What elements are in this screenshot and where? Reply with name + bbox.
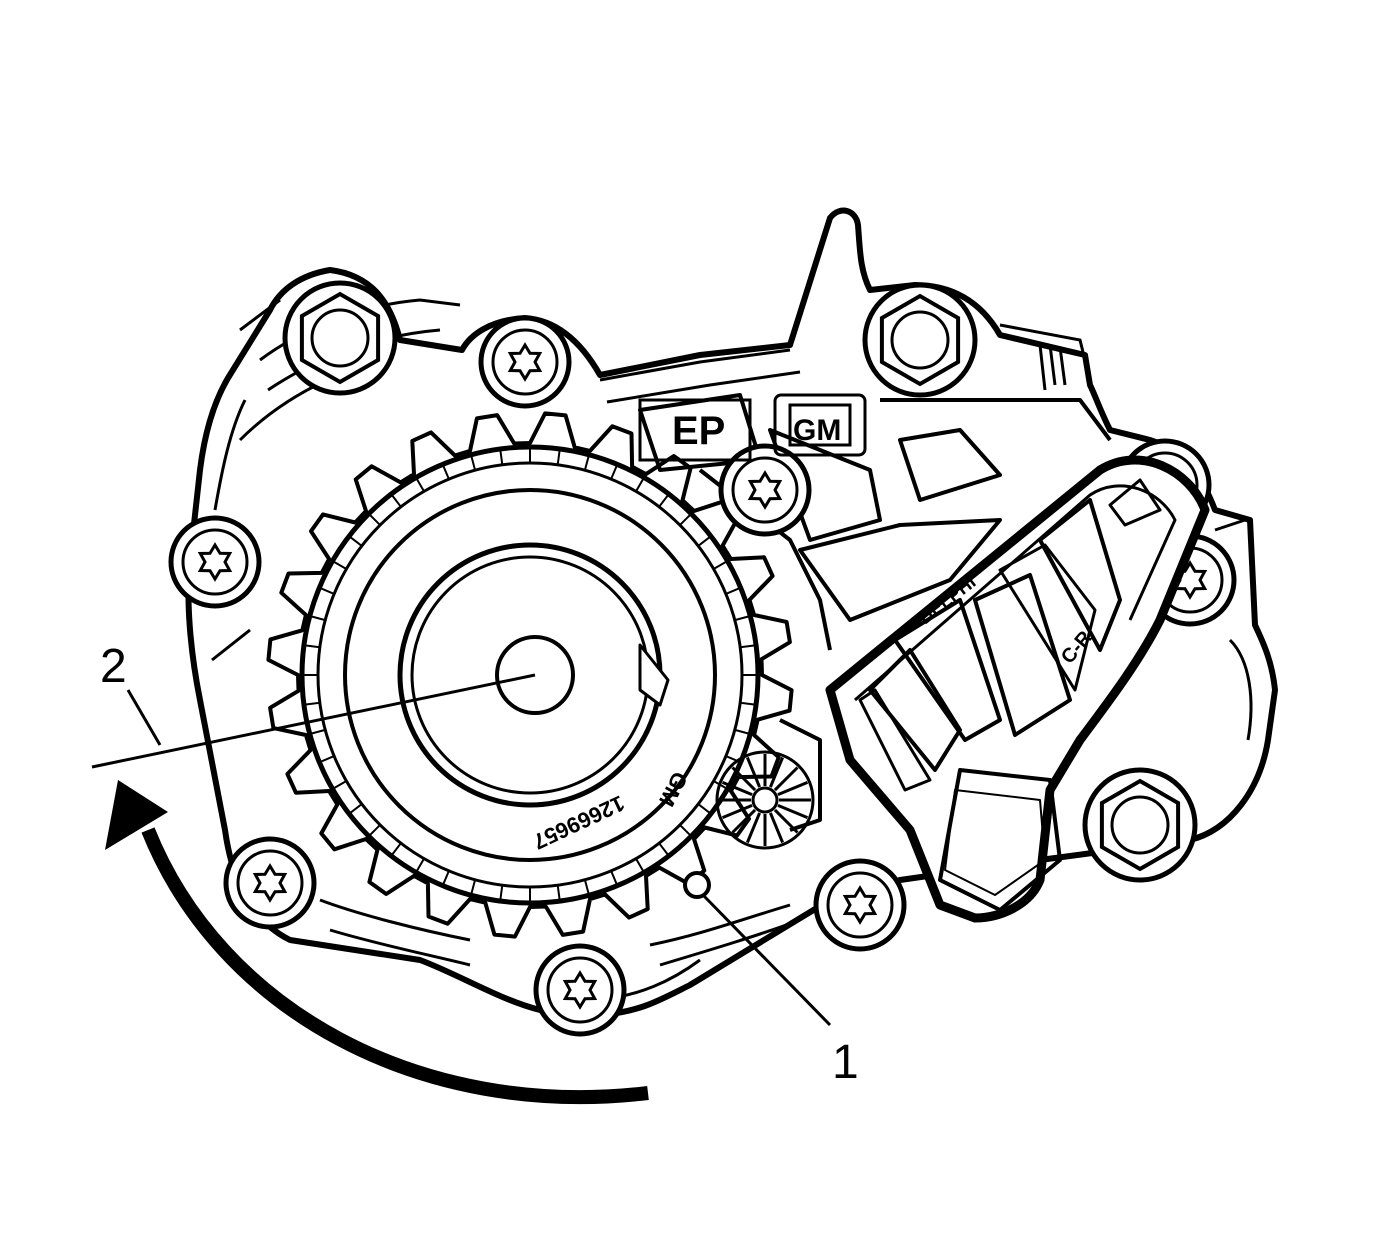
sprocket-notch [556,885,561,902]
target-spokes [719,754,811,846]
target-spoke [769,756,784,788]
sprocket-notch [734,728,751,735]
sprocket-notch [610,870,619,886]
position-sensor [825,455,1210,923]
sprocket-notch [390,842,402,857]
alignment-hole [683,871,711,899]
target-spoke [731,766,757,792]
callout-1-label: 1 [832,1036,859,1089]
target-spoke [731,808,757,834]
target-spoke [746,812,761,844]
sprocket-notch [556,448,561,465]
sprocket-notch [499,885,504,902]
sprocket-notch [415,858,425,873]
sprocket-notch [697,535,712,547]
callout-2-label: 2 [100,640,127,693]
sprocket-notch [658,493,670,508]
hex-bolt [862,282,978,398]
callout-2-tick [126,689,162,746]
torx-drive-icon [562,970,598,1010]
casting-marks: EP GM [638,393,867,462]
sprocket-notch [368,824,381,837]
sprocket-notch [679,824,692,837]
gm-logo-box [773,393,867,457]
sprocket-notch [332,780,347,790]
torx-bolt [718,443,812,537]
torx-bolt [478,315,572,409]
target-spoke [773,766,799,792]
sprocket-notch [470,454,477,471]
sprocket-notch [319,586,335,595]
gm-logo [788,403,852,447]
torx-bolt [223,836,317,930]
sprocket-notch [309,728,326,735]
sprocket-notch [658,842,670,857]
torx-drive-icon [252,863,288,903]
callout-1: 1 [683,871,859,1089]
torx-bolt [168,515,262,609]
callout-1-leader [701,893,832,1027]
sprocket-notches [302,447,758,903]
torx-bolt [533,943,627,1037]
sprocket-notch [309,615,326,622]
target-spoke [721,804,753,819]
sprocket-notch [635,477,645,492]
sprocket-notch [583,454,590,471]
hex-bolt [282,280,398,396]
sprocket-notch [441,464,450,480]
torx-drive-icon [747,470,783,510]
torx-drive-icon [507,342,543,382]
sprocket-notch [725,586,741,595]
target-spoke [769,812,784,844]
callout-2-leader [91,673,536,769]
sprocket-notch [610,464,619,480]
sprocket-notch [332,560,347,570]
torx-bolt [813,858,907,952]
sprocket-notch [697,803,712,815]
torx-drive-icon [842,885,878,925]
sprocket-notch [583,879,590,896]
sprocket-notch [635,858,645,873]
sprocket-notch [303,644,320,649]
sprocket-notch [303,701,320,706]
sprocket-notch [390,493,402,508]
sprocket-notch [441,870,450,886]
target-spoke [777,781,809,796]
sprocket-notch [740,644,757,649]
callout-2: 2 [91,640,536,769]
sprocket-notch [679,513,692,526]
hex-bolt [1082,767,1198,883]
target-spoke [777,804,809,819]
pump-sprocket [266,411,794,939]
target-spoke [721,781,753,796]
target-spoke [746,756,761,788]
ep-mark-text: EP [672,409,725,453]
sprocket-notch [740,701,757,706]
sensor-target-wheel [715,750,815,850]
gm-logo-text: GM [793,414,841,447]
rotation-direction-arrow [105,780,649,1104]
sprocket-notch [470,879,477,896]
ep-mark-box [638,398,752,462]
sprocket-notch [713,560,728,570]
sprocket-notch [415,477,425,492]
sprocket-notch [348,803,363,815]
sprocket-notch [319,755,335,764]
torx-drive-icon [197,542,233,582]
sprocket-notch [734,615,751,622]
sprocket-teeth [266,411,794,939]
sprocket-notch [368,513,381,526]
sprocket-notch [348,535,363,547]
sprocket-notch [499,448,504,465]
target-spoke [773,808,799,834]
